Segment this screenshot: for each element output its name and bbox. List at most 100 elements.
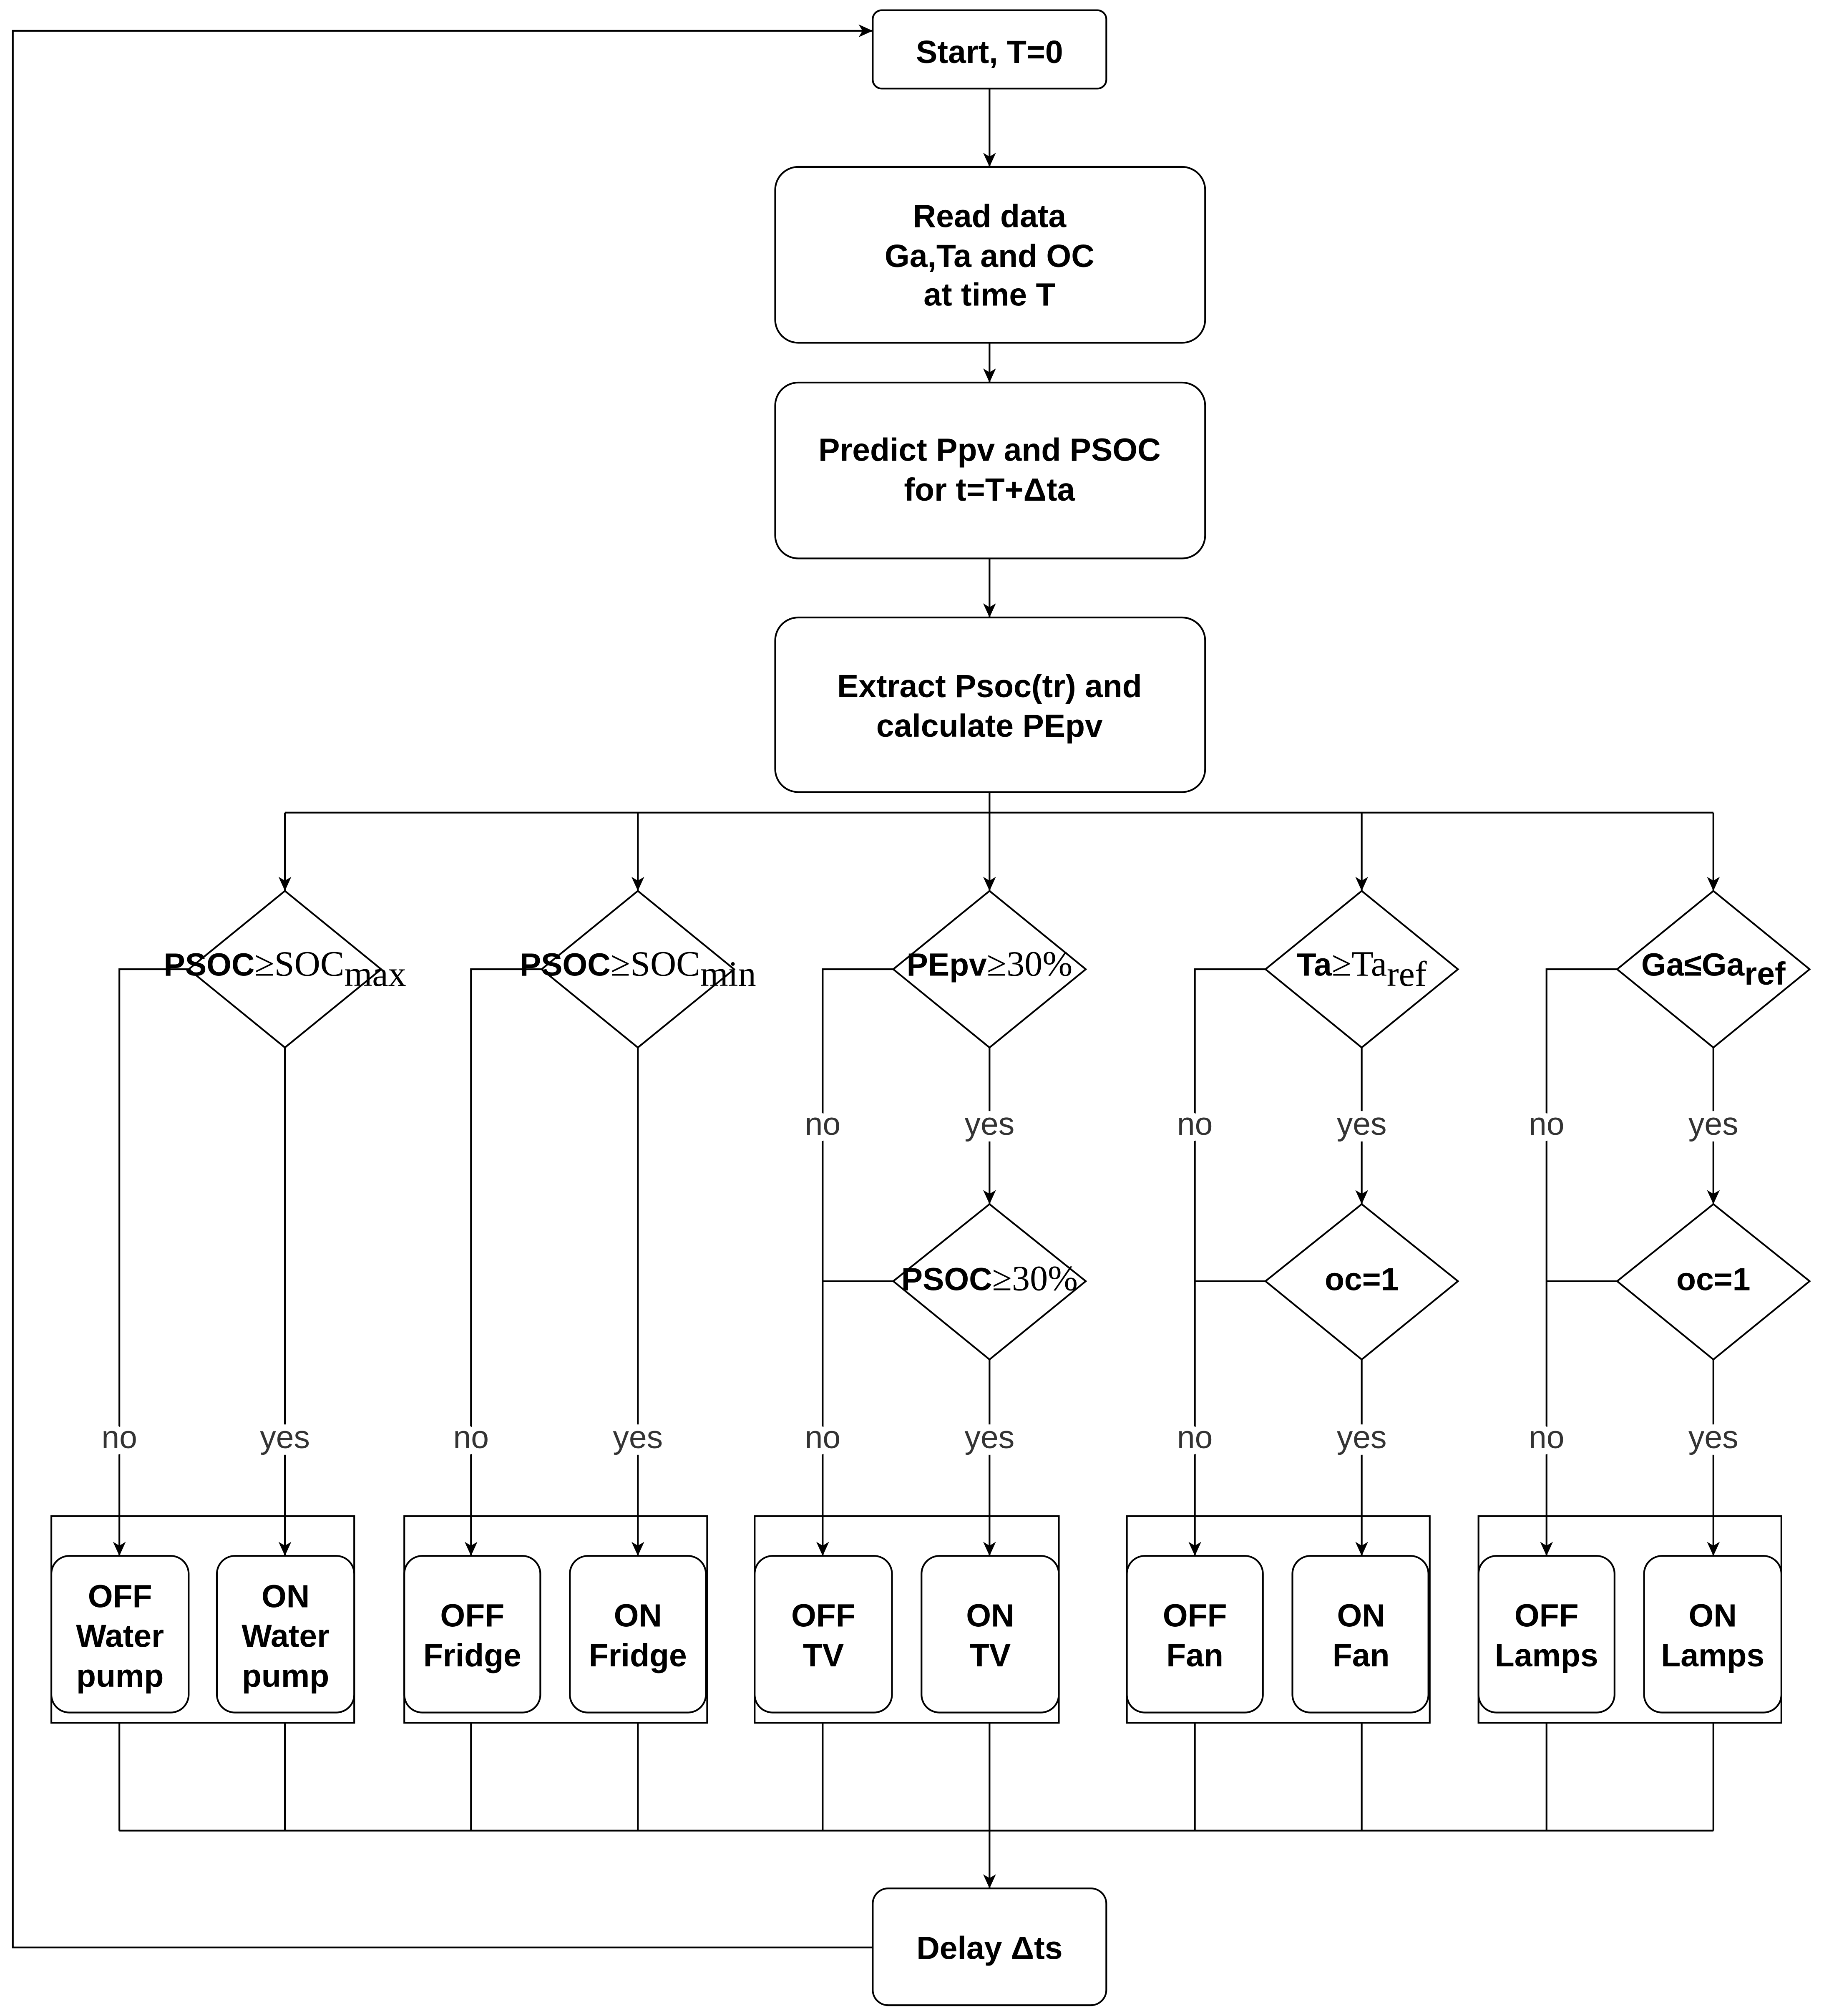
- edge-water-pump-no: [113, 968, 190, 1556]
- decision-tv-psoc: PSOC≥30%: [892, 1203, 1087, 1361]
- label-no: no: [805, 1106, 841, 1142]
- fan-on-line-1: ON: [1337, 1598, 1385, 1633]
- tv-off-line-1: OFF: [791, 1598, 855, 1633]
- decision-op: ≥30%: [987, 943, 1072, 983]
- tv-off-line-2: TV: [803, 1638, 844, 1673]
- decision-sub: max: [344, 954, 406, 994]
- extract-line-2: calculate PEpv: [876, 708, 1103, 744]
- edge-tv-pepv-no: [816, 968, 893, 1556]
- start-box: [872, 9, 1107, 90]
- read-data-line-3: at time T: [923, 277, 1055, 312]
- decision-water-pump: PSOC≥SOCmax: [164, 890, 406, 1049]
- label-yes: yes: [1688, 1106, 1738, 1142]
- label-yes: yes: [1337, 1419, 1387, 1455]
- label-yes: yes: [1688, 1419, 1738, 1455]
- extract-line-1: Extract Psoc(tr) and: [837, 668, 1142, 704]
- decision-fan-ta-diamond: [1264, 890, 1459, 1049]
- decision-fridge: PSOC≥SOCmin: [520, 890, 756, 1049]
- lamps-off-box: [1477, 1555, 1615, 1714]
- fridge-on-line-2: Fridge: [589, 1638, 687, 1673]
- decision-var: PSOC: [164, 947, 255, 983]
- process-extract: Extract Psoc(tr) and calculate PEpv: [774, 616, 1206, 793]
- water-pump-off-line-1: OFF: [88, 1578, 152, 1614]
- water-pump-off-line-2: Water: [76, 1618, 164, 1654]
- decision-sub: ref: [1387, 954, 1427, 994]
- fan-on-box: [1291, 1555, 1429, 1714]
- fan-off-line-1: OFF: [1163, 1598, 1227, 1633]
- decision-tv-pepv-label: PEpv≥30%: [907, 943, 1073, 983]
- label-no: no: [1529, 1419, 1565, 1455]
- lamps-on-line-2: Lamps: [1661, 1638, 1764, 1673]
- load-group-fan: OFF Fan ON Fan: [1126, 1515, 1431, 1724]
- edge-fridge-no: [464, 968, 542, 1556]
- tv-on-line-2: TV: [970, 1638, 1011, 1673]
- predict-box: [774, 381, 1206, 559]
- tv-off-box: [754, 1555, 893, 1714]
- read-data-box: [774, 166, 1206, 344]
- water-pump-on-box: [216, 1555, 355, 1714]
- edge-fan-ta-no: [1188, 968, 1265, 1556]
- process-predict: Predict Ppv and PSOC for t=T+Δta: [774, 381, 1206, 559]
- label-no: no: [805, 1419, 841, 1455]
- label-yes: yes: [965, 1419, 1015, 1455]
- decision-fan-oc-diamond: [1264, 1203, 1459, 1361]
- decision-fan-oc-label: oc=1: [1325, 1261, 1399, 1297]
- load-group-tv: OFF TV ON TV: [754, 1515, 1060, 1724]
- process-read-data: Read data Ga,Ta and OC at time T: [774, 166, 1206, 344]
- decision-tv-pepv-diamond: [892, 890, 1087, 1049]
- decision-lamps-ga-label: Ga≤Garef: [1641, 947, 1786, 992]
- fridge-off-line-1: OFF: [440, 1598, 504, 1633]
- decision-lamps-oc: oc=1: [1615, 1203, 1811, 1361]
- water-pump-off-box: [50, 1555, 190, 1714]
- edge-delay-loop-to-start: [12, 24, 873, 1948]
- lamps-off-line-1: OFF: [1515, 1598, 1579, 1633]
- decision-water-pump-diamond: [187, 890, 383, 1049]
- fan-on-line-2: Fan: [1333, 1638, 1390, 1673]
- decision-water-pump-label: PSOC≥SOCmax: [164, 943, 406, 994]
- predict-line-1: Predict Ppv and PSOC: [818, 432, 1161, 468]
- decision-fan-ta-label: Ta≥Taref: [1297, 943, 1427, 994]
- delay-box: [872, 1887, 1107, 2006]
- decision-op: ≥SOC: [254, 943, 344, 983]
- lamps-on-line-1: ON: [1689, 1598, 1737, 1633]
- decision-fridge-label: PSOC≥SOCmin: [520, 943, 756, 994]
- decision-tv-psoc-label: PSOC≥30%: [901, 1258, 1078, 1298]
- predict-line-2: for t=T+Δta: [904, 472, 1075, 508]
- decision-fan-ta: Ta≥Taref: [1264, 890, 1459, 1049]
- extract-box: [774, 616, 1206, 793]
- label-no: no: [1177, 1106, 1213, 1142]
- delay-label: Delay Δts: [916, 1930, 1062, 1966]
- load-group-water-pump: OFF Water pump ON Water pump: [50, 1515, 355, 1724]
- edges: [12, 24, 1720, 1948]
- decision-var: Ta: [1297, 947, 1332, 983]
- decision-fridge-diamond: [540, 890, 736, 1049]
- process-delay: Delay Δts: [872, 1887, 1107, 2006]
- read-data-line-2: Ga,Ta and OC: [885, 238, 1094, 274]
- tv-on-line-1: ON: [966, 1598, 1014, 1633]
- label-yes: yes: [965, 1106, 1015, 1142]
- process-start: Start, T=0: [872, 9, 1107, 90]
- read-data-line-1: Read data: [913, 199, 1067, 234]
- fridge-off-box: [403, 1555, 541, 1714]
- label-no: no: [101, 1419, 137, 1455]
- decision-var: PEpv: [907, 947, 987, 983]
- decision-lamps-ga-diamond: [1615, 890, 1811, 1049]
- lamps-off-line-2: Lamps: [1495, 1638, 1598, 1673]
- fan-off-box: [1126, 1555, 1264, 1714]
- water-pump-on-line-2: Water: [242, 1618, 330, 1654]
- fridge-off-line-2: Fridge: [423, 1638, 521, 1673]
- label-no: no: [1529, 1106, 1565, 1142]
- edge-lamps-ga-no: [1540, 968, 1617, 1556]
- decision-var: PSOC: [901, 1261, 992, 1297]
- label-no: no: [1177, 1419, 1213, 1455]
- decision-tv-psoc-diamond: [892, 1203, 1087, 1361]
- decision-var: Ga≤Ga: [1641, 947, 1745, 983]
- water-pump-on-line-1: ON: [262, 1578, 309, 1614]
- decision-tv-pepv: PEpv≥30%: [892, 890, 1087, 1049]
- decision-op: ≥Ta: [1332, 943, 1387, 983]
- label-yes: yes: [260, 1419, 310, 1455]
- fridge-on-box: [569, 1555, 707, 1714]
- label-yes: yes: [1337, 1106, 1387, 1142]
- decision-lamps-oc-diamond: [1615, 1203, 1811, 1361]
